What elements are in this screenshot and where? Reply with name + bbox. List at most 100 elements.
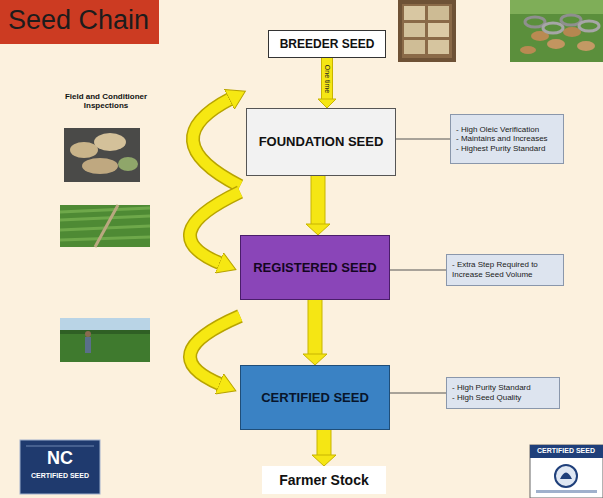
leader-connector: [390, 393, 446, 394]
photo-frame: [60, 205, 150, 247]
farmer-stock-box: Farmer Stock: [262, 466, 386, 494]
crop-rows: [60, 208, 150, 240]
inspection-caption: Field and Conditioner Inspections: [48, 92, 164, 110]
field-path: [95, 205, 118, 247]
seed-bag: [428, 6, 449, 20]
connector-line: [396, 139, 450, 140]
title-text: Seed Chain: [8, 4, 149, 38]
logo-band: [530, 445, 603, 458]
chain-link: [561, 15, 581, 25]
certified-seed-logo: [530, 445, 603, 498]
arrow-shaft-outline: [321, 58, 333, 99]
flow-arrow: [303, 300, 327, 365]
nc-certified-seed-logo: [20, 440, 100, 494]
curved-arrow: [190, 192, 240, 264]
arrow-shaft-outline: [311, 176, 326, 224]
box-label: BREEDER SEED: [280, 37, 375, 51]
arrow-head: [306, 224, 330, 235]
peanut-chain-photo: [510, 0, 603, 62]
seed-bag: [404, 6, 425, 20]
shelf: [402, 4, 452, 58]
peanut: [577, 41, 595, 51]
sky: [60, 318, 150, 332]
arrow-head: [312, 455, 336, 466]
peanut-plant: [94, 133, 126, 151]
logo-rule: [536, 490, 597, 493]
certified-box: CERTIFIED SEED: [240, 365, 390, 430]
peanut: [520, 46, 536, 54]
curved-arrow-outline: [190, 192, 240, 264]
arrow-shaft-outline: [308, 300, 323, 354]
foundation-box: FOUNDATION SEED: [246, 108, 396, 176]
peanut-plant: [118, 157, 138, 171]
note-text: - Highest Purity Standard: [456, 144, 545, 154]
note-box: - High Purity Standard- High Seed Qualit…: [446, 377, 560, 409]
arrow-shaft: [322, 58, 332, 99]
person-body: [85, 337, 91, 353]
photo-frame: [398, 0, 456, 62]
seed-bag: [404, 40, 425, 54]
peanut-plant: [70, 142, 98, 158]
flow-arrow: [312, 430, 336, 466]
farmer-field-photo: [60, 318, 150, 362]
peanut-plants-photo: [64, 128, 140, 182]
logo-panel: [530, 445, 603, 498]
breeder-box: BREEDER SEED: [268, 30, 386, 58]
logo-text: CERTIFIED SEED: [22, 472, 98, 480]
box-label: REGISTERED SEED: [253, 260, 377, 276]
logo-panel: [20, 440, 100, 494]
chain-link: [579, 21, 599, 31]
arrow-shaft: [312, 176, 325, 224]
chain-link: [525, 17, 545, 27]
arrow-head: [303, 354, 327, 365]
logo-leaf: [560, 473, 572, 480]
arrow-shaft: [318, 430, 331, 455]
chain-link: [543, 23, 563, 33]
label-holder: Field and Conditioner Inspections: [48, 92, 164, 110]
curved-arrow: [190, 316, 240, 385]
curved-arrow-outline: [193, 98, 240, 186]
note-text: - Maintains and Increases: [456, 134, 548, 144]
leader-connector: [390, 270, 446, 271]
photo-frame: [64, 128, 140, 182]
seed-bag: [428, 40, 449, 54]
flow-arrow: [318, 58, 336, 108]
logo-initials: NC: [22, 448, 98, 469]
label-holder: NC: [22, 448, 98, 469]
tree-line: [60, 330, 150, 334]
box-label: FOUNDATION SEED: [259, 134, 384, 150]
flow-arrow: [306, 176, 330, 235]
note-text: - Extra Step Required to Increase Seed V…: [452, 260, 558, 279]
note-text: - High Purity Standard: [452, 383, 531, 393]
seed-bag: [428, 23, 449, 37]
arrow-shaft: [309, 300, 322, 354]
field-rows: [510, 0, 603, 14]
connector-line: [390, 393, 446, 394]
label-holder: CERTIFIED SEED: [531, 447, 601, 455]
note-text: - High Seed Quality: [452, 393, 521, 403]
peanut-plant: [82, 158, 118, 174]
photo-frame: [60, 318, 150, 362]
field-photo: [510, 0, 603, 62]
arrow-head: [318, 99, 336, 108]
note-box: - High Oleic Verification- Maintains and…: [450, 114, 564, 164]
seed-bag-photo: [398, 0, 456, 62]
curved-arrow-outline: [190, 316, 240, 385]
logo-rule: [26, 446, 94, 447]
label-holder: CERTIFIED SEED: [22, 472, 98, 480]
title-banner: Seed Chain: [0, 0, 159, 44]
inspection-loop-arrows: [190, 98, 240, 385]
person-head: [85, 331, 91, 337]
note-text: - High Oleic Verification: [456, 125, 539, 135]
field-photo: [60, 205, 150, 247]
box-label: Farmer Stock: [279, 472, 368, 489]
edge-label: One time: [324, 63, 331, 93]
connector-line: [390, 270, 446, 271]
note-box: - Extra Step Required to Increase Seed V…: [446, 254, 564, 286]
box-label: CERTIFIED SEED: [261, 390, 369, 406]
logo-text: CERTIFIED SEED: [531, 447, 601, 455]
registered-box: REGISTERED SEED: [240, 235, 390, 300]
leader-connector: [396, 139, 450, 140]
